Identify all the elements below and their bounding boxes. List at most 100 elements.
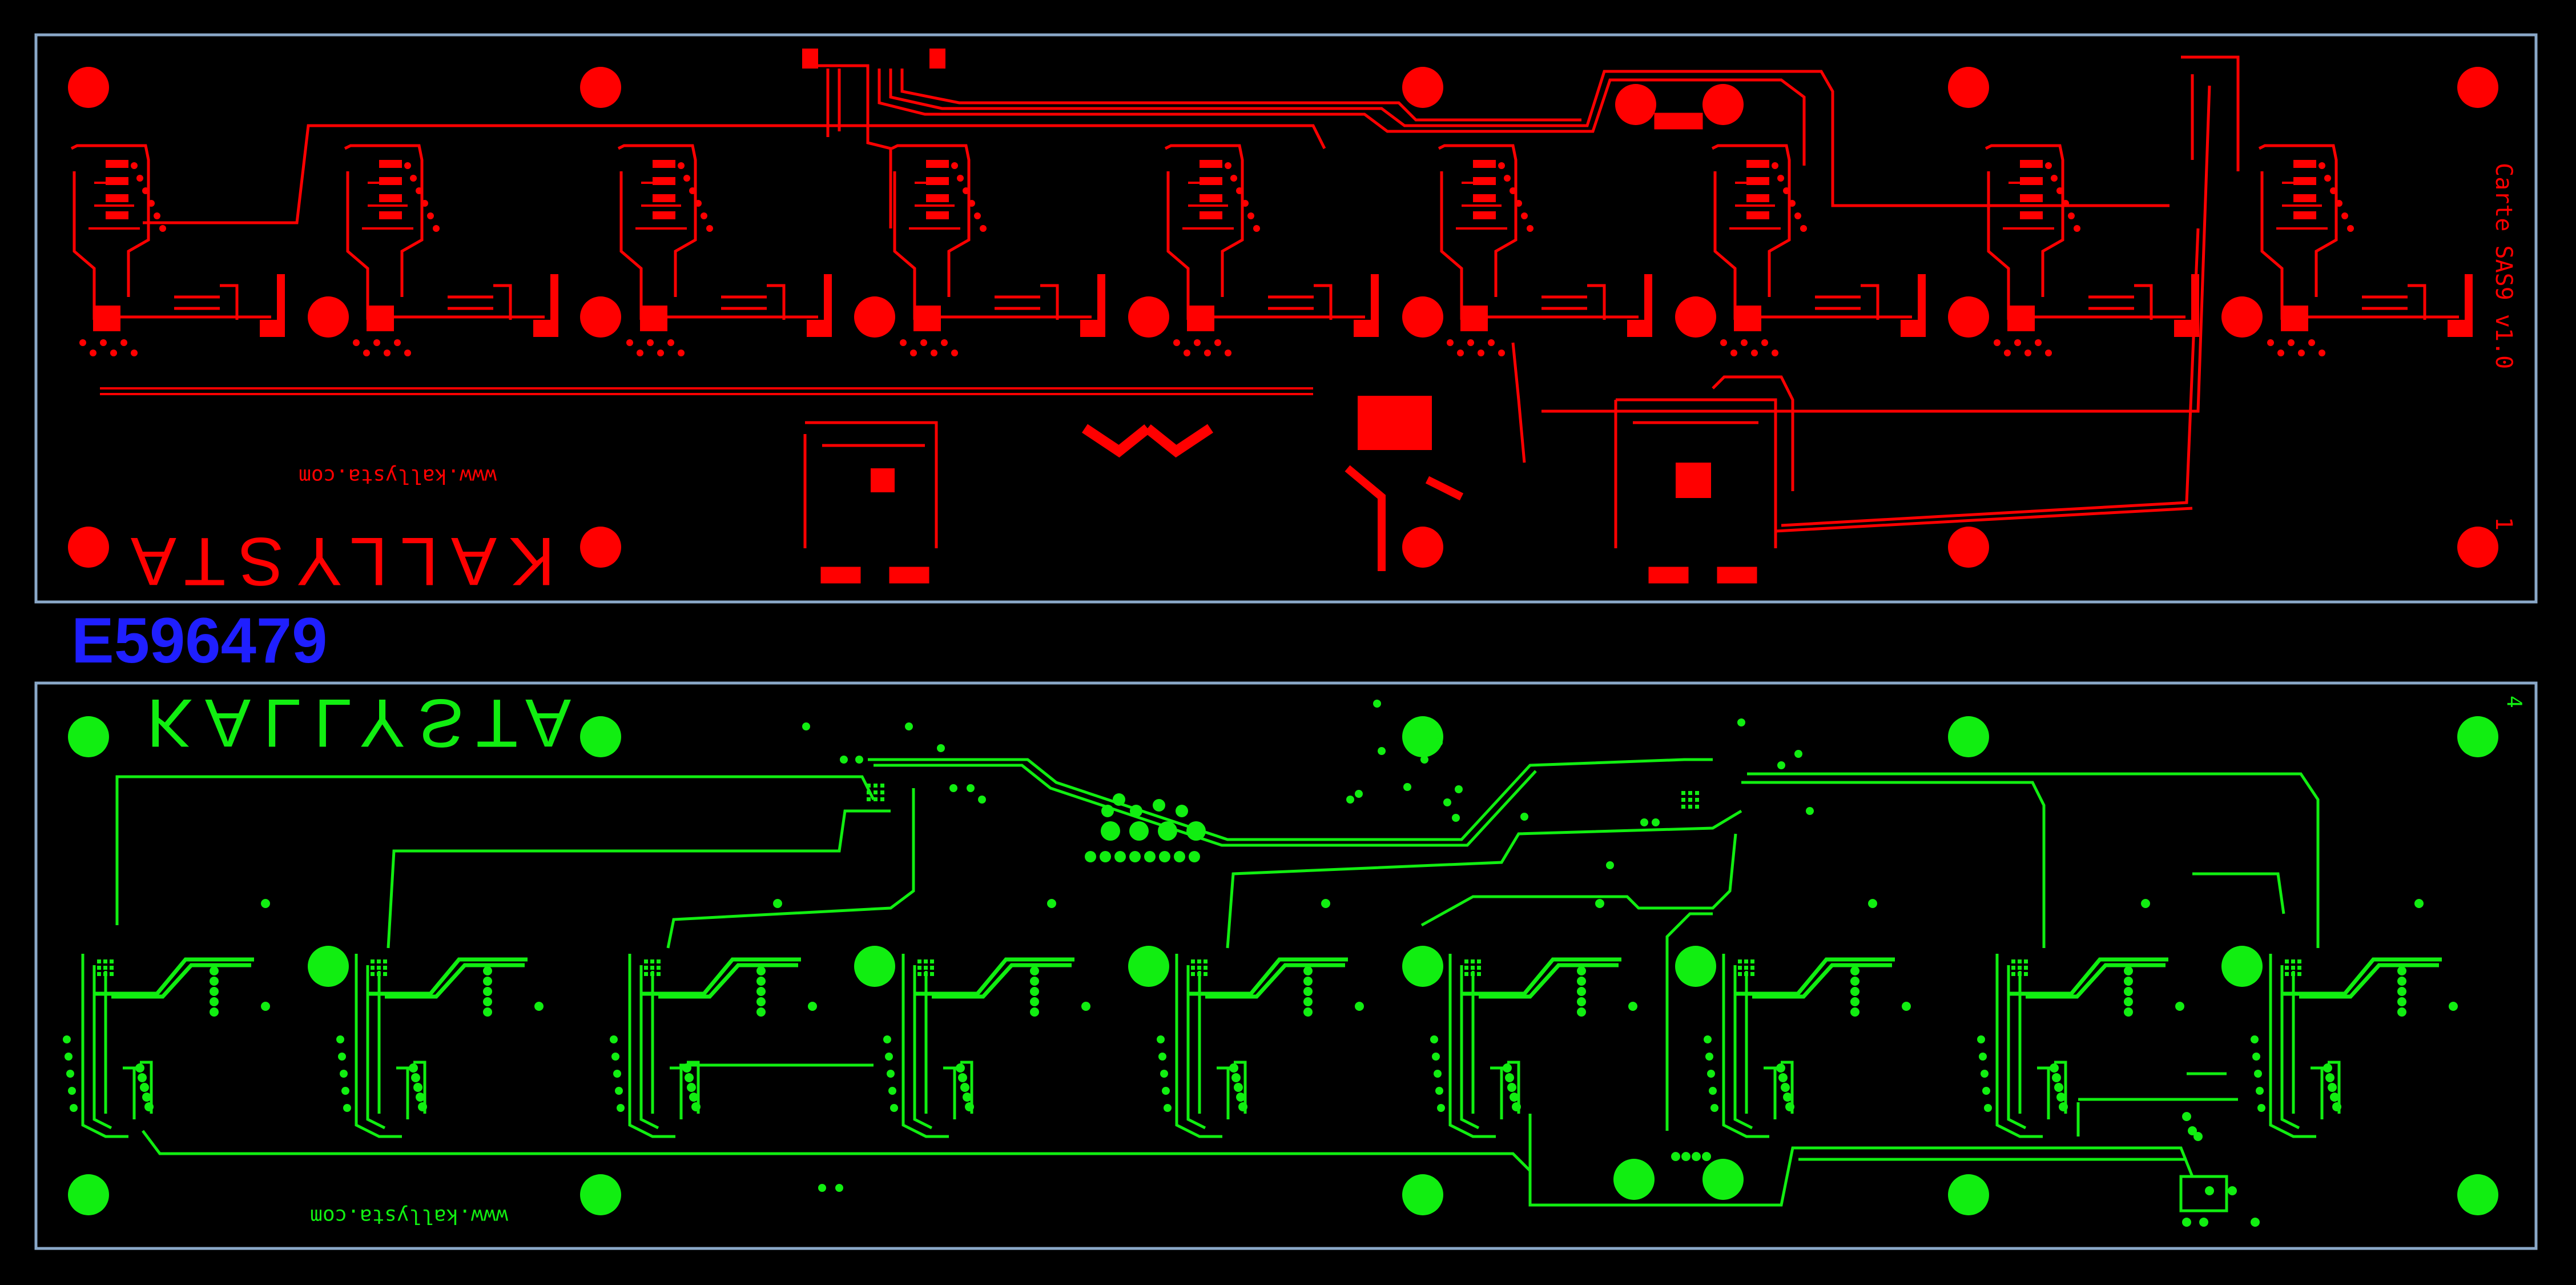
channel-via [1751,350,1758,356]
mounting-hole [1675,946,1716,987]
channel-via [1430,1035,1438,1043]
long-trace [868,758,1713,841]
channel-pad [1744,972,1748,976]
via [261,899,270,908]
mounting-hole [1402,1174,1443,1215]
channel-smd-part [1473,211,1496,219]
pad [874,797,878,801]
mounting-hole [580,67,621,108]
pad [1144,851,1156,862]
channel-via [756,997,766,1006]
pad [1153,799,1165,812]
channel-via [410,175,417,182]
channel-via [2124,966,2133,975]
via [905,722,913,730]
channel-pad [1191,966,1195,970]
channel-trace [2282,957,2442,999]
channel-smd-part [653,194,675,202]
channel-via [1505,1073,1514,1082]
channel-trace [123,1061,153,1119]
channel-via [1457,350,1464,356]
channel-via [2277,350,2284,356]
pad [1174,851,1185,862]
channel-pad [371,966,375,970]
pad [1158,821,1177,841]
channel-via [1994,339,2001,346]
channel-via [1030,966,1039,975]
channel-via [2325,1073,2334,1082]
channel-via [1236,1093,1245,1102]
channel-pad [657,972,661,976]
long-trace [142,1130,1531,1172]
channel-via [2449,1002,2458,1011]
mounting-hole [1702,84,1744,125]
channel-via [210,977,219,986]
channel-via [613,1070,621,1078]
channel-via [1850,997,1859,1006]
channel-pad [97,959,101,963]
channel-pad [657,966,661,970]
channel-via [1225,162,1231,169]
channel-pad [1738,966,1742,970]
channel-pad [2291,972,2295,976]
via [1420,756,1428,764]
channel-smd-part [2020,211,2043,219]
via [949,784,957,792]
channel-via [689,187,696,194]
long-trace [1528,1114,2194,1207]
top-brand-text: KALLYSTA [118,523,555,600]
channel-via [888,1087,896,1095]
pad [1695,791,1699,795]
pad [1100,851,1111,862]
channel-via [701,212,707,219]
channel-pad [1464,966,1468,970]
channel-smd-part [653,211,675,219]
channel-via [1781,1083,1790,1092]
bottom-url-text: www.kallysta.com [310,1204,508,1228]
channel-via [2054,1083,2063,1092]
pad [1692,1152,1701,1161]
bottom-vias [261,700,2424,1227]
channel-via [756,987,766,996]
channel-via [887,1070,895,1078]
top-connector-pad-right [929,49,945,69]
channel-via [2328,1083,2337,1092]
channel-pad [917,959,921,963]
top-layer-panel: KALLYSTA www.kallysta.com Carte SAS9 v1.… [34,33,2538,604]
pad-trace [1345,465,1464,571]
channel-via [2319,350,2325,356]
channel-via [483,977,492,986]
channel-via [79,339,86,346]
channel-via [2397,1007,2406,1017]
smd-pad [889,567,929,584]
via [2205,1186,2214,1195]
channel-via [154,212,160,219]
pad [1176,805,1188,817]
channel-via [404,162,411,169]
channel-via [2251,1035,2259,1043]
channel-via [1242,200,1249,207]
via [1435,738,1443,746]
pad [1129,821,1149,841]
channel-via [980,225,987,232]
channel-via [1230,175,1237,182]
channel-trace [1764,1061,1794,1119]
long-trace [900,69,1581,122]
board-label-text: Carte SAS9 v1.0 [2490,163,2517,369]
channel-via [1158,1053,1166,1061]
mounting-hole [2457,527,2498,568]
channel-trace [344,144,424,297]
mounting-hole [1402,527,1443,568]
channel-via [2051,175,2058,182]
channel-via [963,187,969,194]
channel-via [427,212,434,219]
channel-via [2124,987,2133,996]
channel-pad [930,959,934,963]
channel-via [1234,1083,1243,1092]
channel-via [1434,1070,1442,1078]
long-trace [1665,912,1713,1131]
channel-trace [915,957,1074,999]
channel-via [1303,977,1313,986]
channel-pad [1204,959,1208,963]
